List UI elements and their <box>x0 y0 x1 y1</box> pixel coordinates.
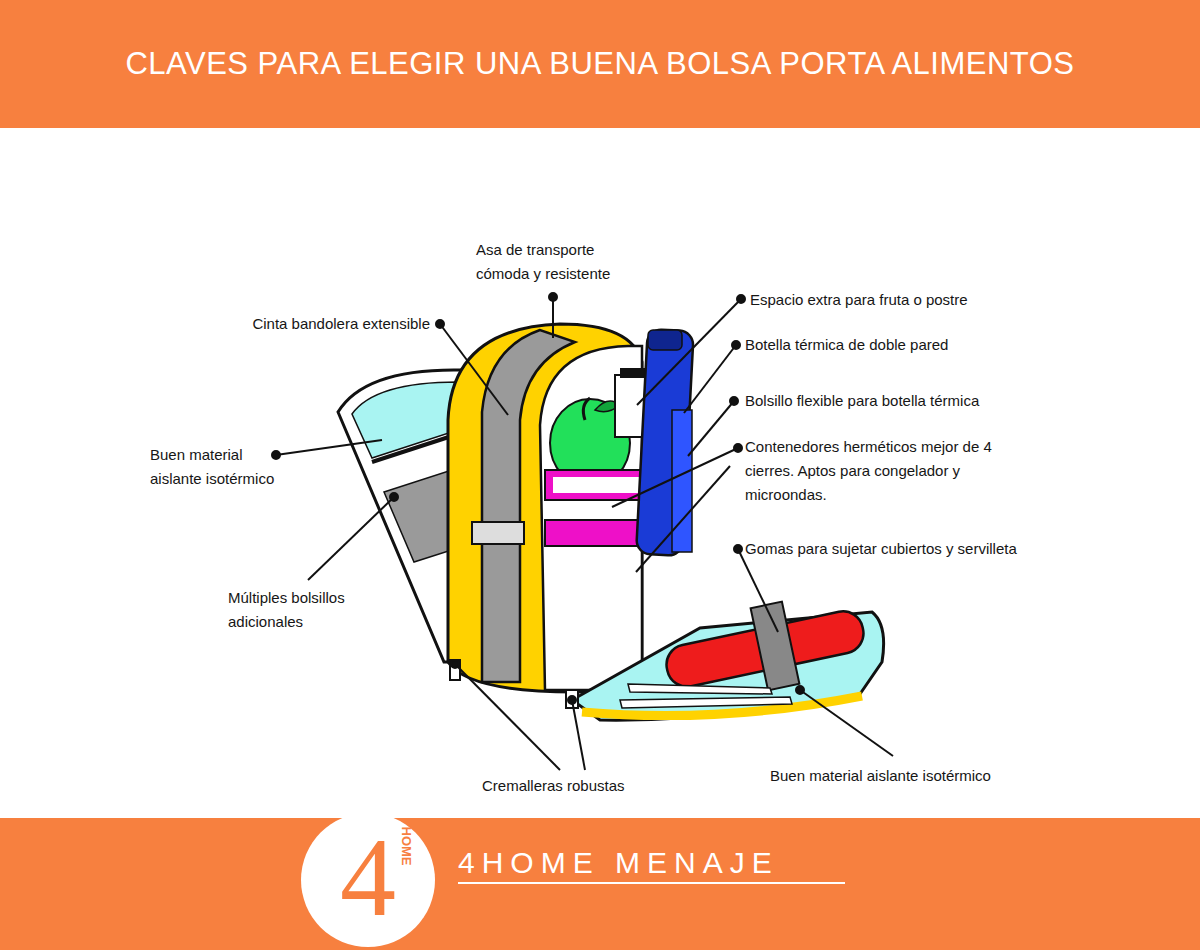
leader-line <box>572 700 585 770</box>
leader-line <box>552 297 554 338</box>
knife <box>628 684 772 694</box>
label: Buen material aislante isotérmico <box>770 764 1070 788</box>
bottle-cap <box>648 330 682 350</box>
backpack-body <box>448 324 642 692</box>
leader-line <box>738 549 778 632</box>
label: Contenedores herméticos mejor de 4 cierr… <box>745 435 1040 507</box>
leader-dot <box>737 295 745 303</box>
logo-underline <box>458 882 845 884</box>
label: Botella térmica de doble pared <box>745 333 1045 357</box>
label: Espacio extra para fruta o postre <box>750 288 1050 312</box>
label: Asa de transporte cómoda y resistente <box>476 238 626 286</box>
flap-rim <box>582 696 862 716</box>
label: Buen material aislante isotérmico <box>150 443 285 491</box>
bottle-pocket <box>672 410 692 552</box>
strap-buckle <box>472 522 524 544</box>
leader-line <box>684 345 736 413</box>
leader-dot <box>390 493 398 501</box>
leader-dot <box>436 320 444 328</box>
label: Cremalleras robustas <box>482 774 682 798</box>
brand-name: 4HOME MENAJE <box>458 846 878 880</box>
leader-dot <box>734 444 742 452</box>
flap-seam <box>372 434 458 462</box>
zipper-pull <box>450 660 460 680</box>
logo-word: HOME <box>398 816 414 876</box>
leader-dot <box>796 686 804 694</box>
leader-line <box>276 440 382 455</box>
leader-line <box>308 497 394 580</box>
leader-dot <box>272 451 280 459</box>
label: Cinta bandolera extensible <box>200 312 430 336</box>
strap <box>482 330 575 682</box>
leader-line <box>800 690 893 756</box>
leader-dot <box>568 696 576 704</box>
label: Múltiples bolsillos adicionales <box>228 586 378 634</box>
apple-stem <box>583 398 590 420</box>
fork <box>620 697 792 708</box>
thermal-bottle <box>636 329 694 556</box>
leader-dot <box>730 397 738 405</box>
elastic-band <box>751 602 800 691</box>
label: Bolsillo flexible para botella térmica <box>745 389 1065 413</box>
leader-line <box>455 664 560 770</box>
logo-circle <box>301 813 435 947</box>
label: Gomas para sujetar cubiertos y servillet… <box>745 537 1085 561</box>
leader-lines <box>272 293 893 770</box>
leader-dot <box>732 341 740 349</box>
leader-line <box>637 299 741 405</box>
title-band: CLAVES PARA ELEGIR UNA BUENA BOLSA PORTA… <box>0 0 1200 128</box>
leader-line <box>688 401 734 456</box>
leader-dot <box>734 545 742 553</box>
leader-dot <box>549 293 557 301</box>
back-flap <box>338 370 462 662</box>
leader-line <box>636 466 730 572</box>
title: CLAVES PARA ELEGIR UNA BUENA BOLSA PORTA… <box>125 46 1074 82</box>
leader-line <box>440 324 508 415</box>
leader-dot <box>451 660 459 668</box>
flap-insulation <box>352 382 458 458</box>
